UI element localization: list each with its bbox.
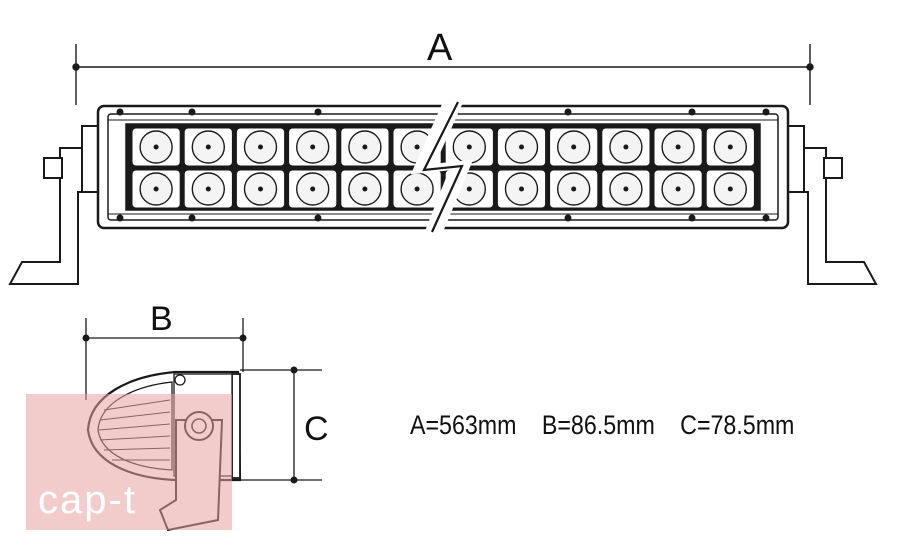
- led-emitter: [466, 186, 472, 192]
- dimension-b-label: B: [150, 300, 173, 338]
- led-emitter: [362, 144, 368, 150]
- frame-screw: [116, 108, 124, 116]
- led-emitter: [466, 144, 472, 150]
- led-emitter: [205, 144, 211, 150]
- dimension-spec-line: A=563mm B=86.5mm C=78.5mm: [410, 410, 813, 441]
- frame-screw: [688, 214, 696, 222]
- led-emitter: [205, 186, 211, 192]
- led-emitter: [310, 186, 316, 192]
- dimension-a: [72, 44, 814, 105]
- frame-screw: [314, 108, 322, 116]
- center-screw: [491, 163, 500, 171]
- frame-screw: [314, 214, 322, 222]
- spec-c: C=78.5mm: [680, 410, 795, 440]
- frame-screw: [688, 108, 696, 116]
- led-emitter: [623, 144, 629, 150]
- led-emitter: [310, 144, 316, 150]
- center-screw: [700, 163, 709, 171]
- led-emitter: [362, 186, 368, 192]
- led-emitter: [571, 144, 577, 150]
- led-emitter: [519, 144, 524, 150]
- led-emitter: [519, 186, 524, 192]
- led-emitter: [414, 186, 420, 192]
- led-emitter: [258, 186, 263, 192]
- led-emitter: [258, 144, 263, 150]
- frame-screw: [762, 108, 770, 116]
- frame-screw: [188, 108, 196, 116]
- frame-screw: [762, 214, 770, 222]
- led-emitter: [571, 186, 577, 192]
- spec-b: B=86.5mm: [541, 410, 655, 440]
- center-screw: [282, 163, 291, 171]
- frame-screw: [116, 214, 124, 222]
- frame-screw: [188, 214, 196, 222]
- frame-screw: [564, 108, 572, 116]
- led-emitter: [623, 186, 629, 192]
- led-emitter: [414, 144, 420, 150]
- center-screw: [387, 163, 395, 171]
- led-emitter: [675, 186, 681, 192]
- center-screw: [178, 163, 187, 171]
- dimension-c-label: C: [304, 410, 329, 448]
- watermark-text: cap-t: [38, 478, 137, 522]
- led-emitter: [153, 144, 159, 150]
- led-emitter: [727, 144, 733, 150]
- cap-t-watermark: [26, 394, 232, 530]
- spec-a: A=563mm: [410, 410, 517, 440]
- break-symbol: [410, 98, 474, 236]
- left-mounting-bracket: [8, 125, 101, 285]
- right-mounting-bracket: [785, 125, 878, 285]
- frame-screws: [116, 108, 770, 222]
- led-emitter: [153, 186, 159, 192]
- center-screw: [595, 163, 604, 171]
- led-emitter: [727, 186, 733, 192]
- frame-screw: [564, 214, 572, 222]
- dimension-a-label: A: [427, 27, 453, 69]
- led-emitter: [675, 144, 681, 150]
